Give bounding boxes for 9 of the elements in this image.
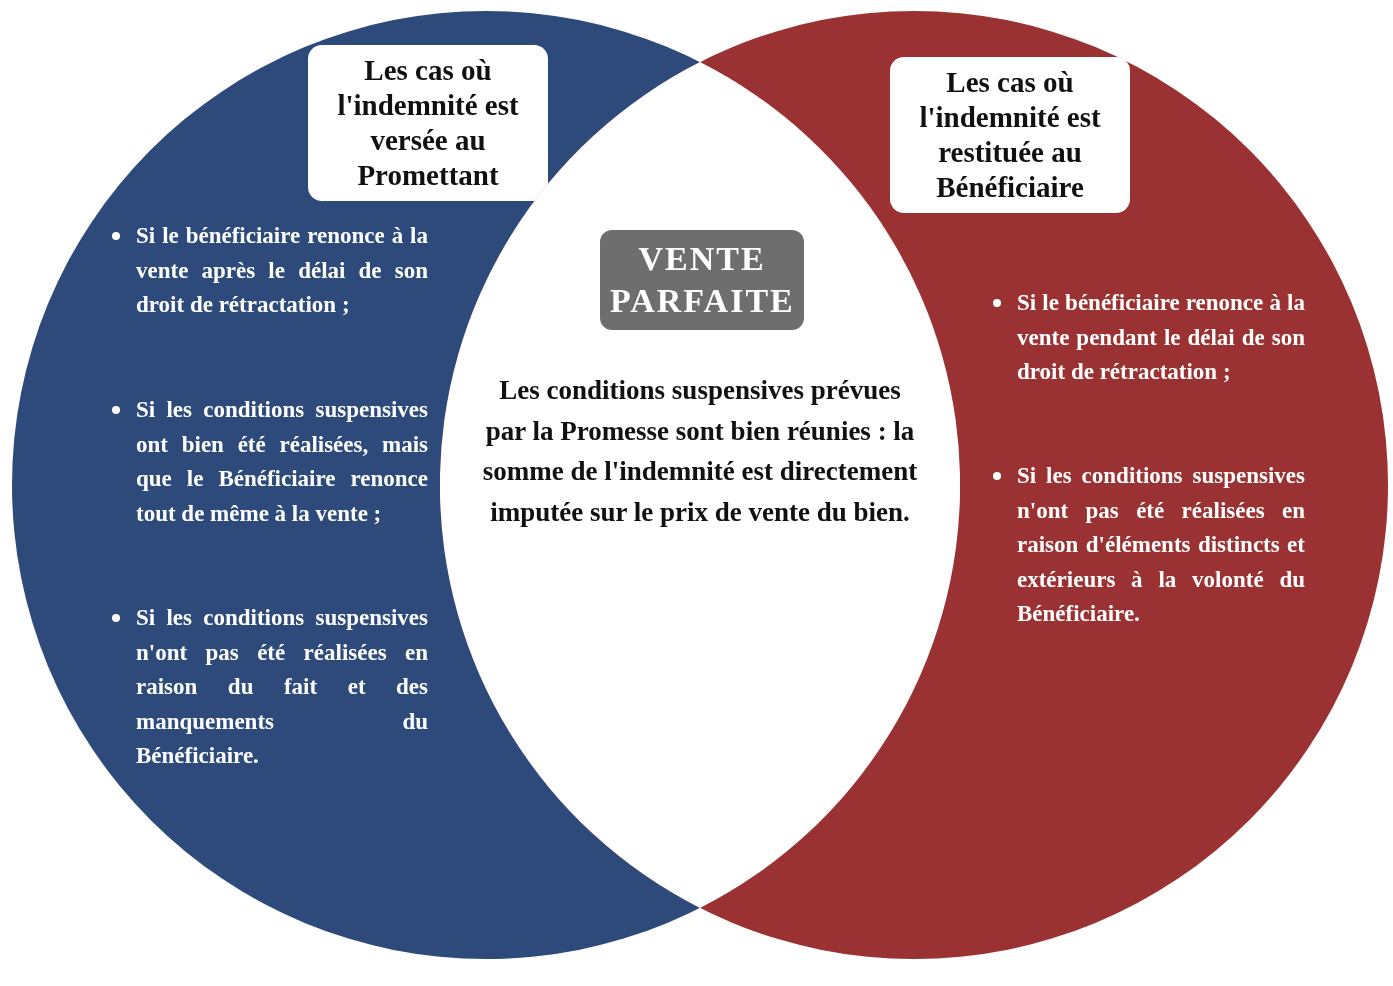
title-badge: VENTE PARFAITE (600, 230, 804, 330)
bullet-text: Si les conditions suspensives n'ont pas été réalisées en raison du fait et des manquements du Bénéficiaire. (136, 604, 428, 770)
bullet-text: Si le bénéficiaire renonce à la vente après le délai de son droit de rétractation ; (136, 222, 428, 319)
heading-label: Les cas où l'indemnité est restituée au Bénéficiaire (890, 57, 1130, 213)
heading-label: Les cas où l'indemnité est versée au Promettant (308, 45, 548, 201)
description-text: Les conditions suspensives prévues par la Promesse sont bien réunies : la somme de l'indemnité est directement imputée sur le prix de vente du bien. (481, 374, 919, 529)
bullet-text: Si les conditions suspensives ont bien été réalisées, mais que le Bénéficiaire renonce tout de même à la vente ; (136, 396, 428, 528)
bullet-text: Si les conditions suspensives n'ont pas été réalisées en raison d'éléments distincts et extérieurs à la volonté du Bénéficiaire. (1017, 462, 1305, 628)
bullet-text: Si le bénéficiaire renonce à la vente pendant le délai de son droit de rétractation ; (1017, 289, 1305, 386)
